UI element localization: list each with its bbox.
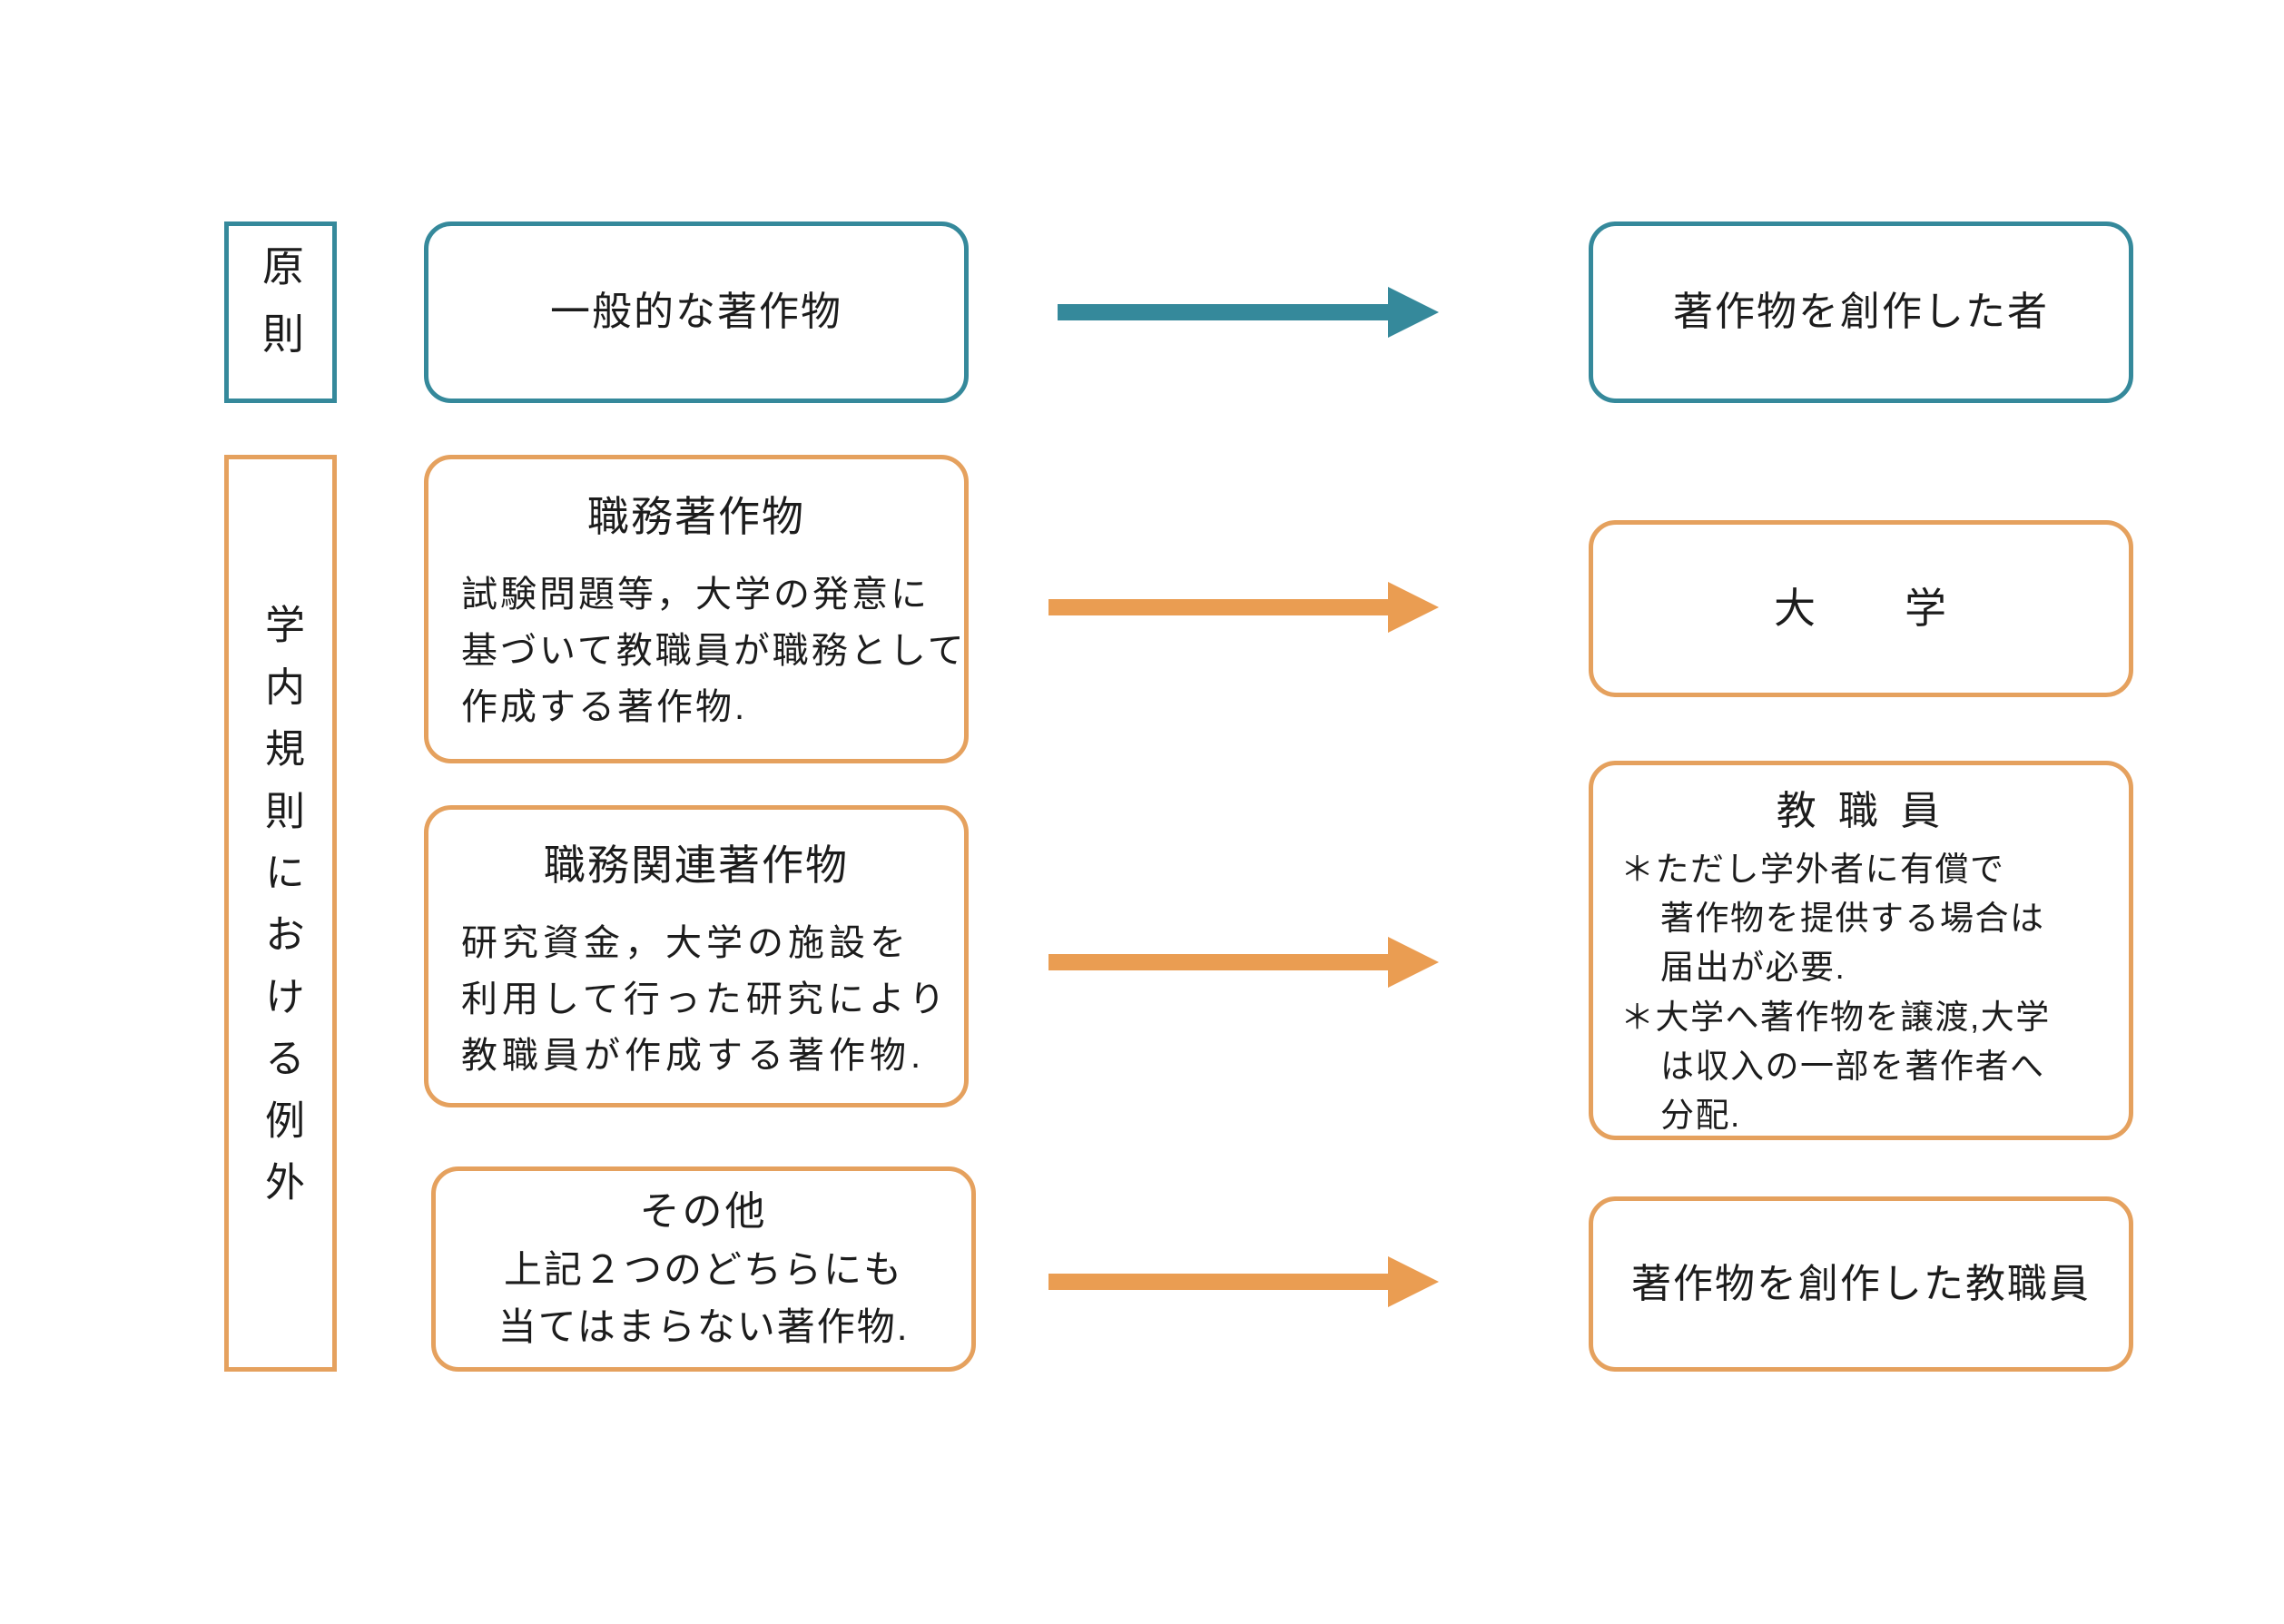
work-related-body: 研究資金，大学の施設を 利用して行った研究により 教職員が作成する著作物. xyxy=(428,915,964,1084)
note-line: ＊大学へ著作物を譲渡,大学 xyxy=(1620,998,2051,1036)
body-line: 当てはまらない著作物. xyxy=(497,1304,910,1348)
exception-section-label: 学内規則における例外 xyxy=(259,604,303,1223)
work-for-hire-title: 職務著作物 xyxy=(587,493,805,540)
body-line: 研究資金，大学の施設を xyxy=(461,922,911,963)
note-line: ＊ただし学外者に有償で xyxy=(1620,850,2005,888)
general-work-label: 一般的な著作物 xyxy=(550,290,842,335)
note-line: は収入の一部を著作者へ xyxy=(1660,1048,2045,1086)
principle-arrow xyxy=(1058,287,1439,338)
work-for-hire-arrow xyxy=(1048,582,1439,633)
arrow-head xyxy=(1388,582,1439,633)
university-label: 大 学 xyxy=(1774,585,1948,633)
body-line: 上記２つのどちらにも xyxy=(503,1247,903,1291)
arrow-shaft xyxy=(1058,304,1388,320)
body-line: 作成する著作物. xyxy=(461,686,748,727)
work-related-box: 職務関連著作物 研究資金，大学の施設を 利用して行った研究により 教職員が作成す… xyxy=(424,805,969,1107)
staff-creator-label: 著作物を創作した教職員 xyxy=(1631,1261,2091,1306)
staff-notes: ＊ただし学外者に有償で 著作物を提供する場合は 届出が必要. ＊大学へ著作物を譲… xyxy=(1593,840,2129,1141)
principle-row-label-box: 原則 xyxy=(224,221,337,403)
arrow-shaft xyxy=(1048,599,1388,615)
other-work-title: その他 xyxy=(639,1189,768,1235)
body-line: 教職員が作成する著作物. xyxy=(461,1035,926,1076)
other-work-box: その他 上記２つのどちらにも 当てはまらない著作物. xyxy=(431,1166,976,1372)
note-line: 著作物を提供する場合は xyxy=(1660,899,2045,937)
principle-row-label: 原則 xyxy=(257,244,304,380)
work-for-hire-body: 試験問題等，大学の発意に 基づいて教職員が職務として 作成する著作物. xyxy=(428,566,964,735)
university-box: 大 学 xyxy=(1589,520,2133,697)
body-line: 基づいて教職員が職務として xyxy=(461,630,967,671)
arrow-head xyxy=(1388,1256,1439,1307)
creator-label: 著作物を創作した者 xyxy=(1673,290,2049,335)
general-work-box: 一般的な著作物 xyxy=(424,221,969,403)
body-line: 試験問題等，大学の発意に xyxy=(461,574,930,615)
note-line: 届出が必要. xyxy=(1660,949,1846,987)
creator-box: 著作物を創作した者 xyxy=(1589,221,2133,403)
work-related-title: 職務関連著作物 xyxy=(544,842,849,889)
arrow-head xyxy=(1388,287,1439,338)
arrow-shaft xyxy=(1048,954,1388,970)
work-for-hire-box: 職務著作物 試験問題等，大学の発意に 基づいて教職員が職務として 作成する著作物… xyxy=(424,455,969,763)
work-related-arrow xyxy=(1048,937,1439,988)
staff-creator-box: 著作物を創作した教職員 xyxy=(1589,1196,2133,1372)
arrow-head xyxy=(1388,937,1439,988)
staff-title: 教 職 員 xyxy=(1776,789,1946,833)
exception-section-label-box: 学内規則における例外 xyxy=(224,455,337,1372)
arrow-shaft xyxy=(1048,1274,1388,1290)
body-line: 利用して行った研究により xyxy=(461,979,950,1019)
staff-box: 教 職 員 ＊ただし学外者に有償で 著作物を提供する場合は 届出が必要. ＊大学… xyxy=(1589,761,2133,1140)
other-work-arrow xyxy=(1048,1256,1439,1307)
note-line: 分配. xyxy=(1660,1097,1741,1135)
